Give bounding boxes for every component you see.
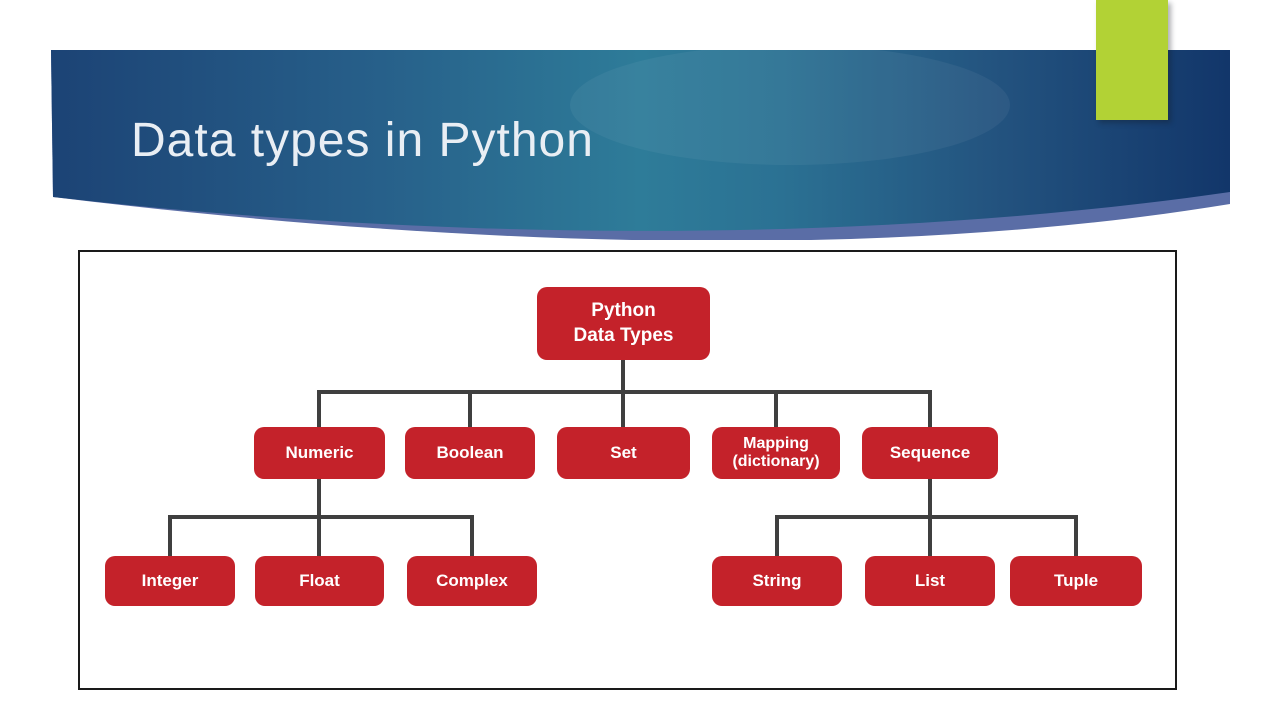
connector-line <box>468 390 472 427</box>
node-mapping-dictionary: Mapping (dictionary) <box>712 427 840 479</box>
connector-line <box>168 515 172 556</box>
connector-line <box>1074 515 1078 556</box>
node-numeric: Numeric <box>254 427 385 479</box>
connector-line <box>470 515 474 556</box>
node-list: List <box>865 556 995 606</box>
connector-line <box>775 515 779 556</box>
node-sequence: Sequence <box>862 427 998 479</box>
header-banner <box>51 50 1230 240</box>
connector-line <box>168 515 474 519</box>
connector-line <box>317 390 321 427</box>
node-float: Float <box>255 556 384 606</box>
node-tuple: Tuple <box>1010 556 1142 606</box>
node-complex: Complex <box>407 556 537 606</box>
connector-line <box>775 515 1078 519</box>
python-data-types-diagram: Python Data Types Numeric Boolean Set Ma… <box>78 250 1177 690</box>
banner-sheen <box>570 50 1010 165</box>
node-string: String <box>712 556 842 606</box>
page-title: Data types in Python <box>131 114 594 167</box>
connector-line <box>317 390 932 394</box>
accent-tab <box>1096 0 1168 120</box>
node-python-data-types: Python Data Types <box>537 287 710 360</box>
node-boolean: Boolean <box>405 427 535 479</box>
banner-main-shape <box>51 50 1230 231</box>
node-set: Set <box>557 427 690 479</box>
connector-line <box>928 390 932 427</box>
node-integer: Integer <box>105 556 235 606</box>
connector-line <box>774 390 778 427</box>
